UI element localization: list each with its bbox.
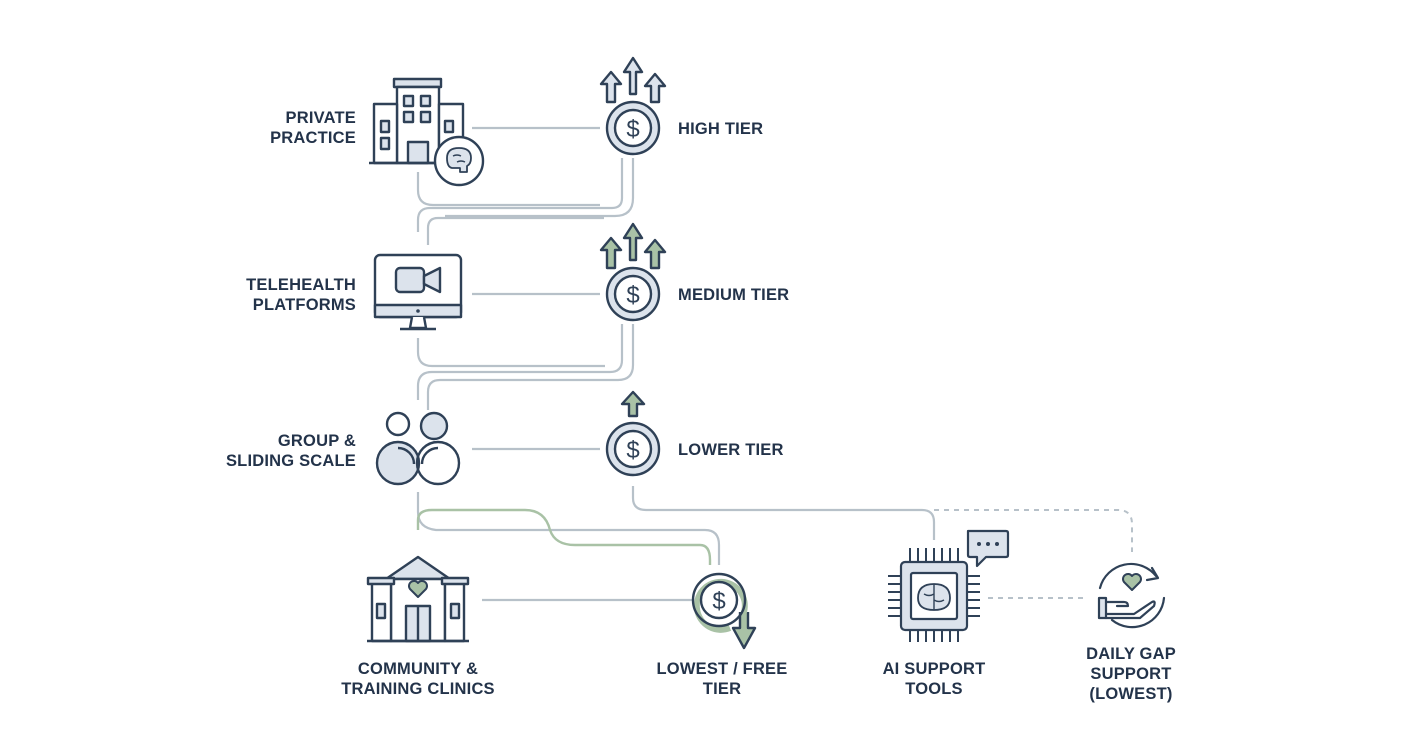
flow-telehealth-group: [416, 338, 605, 368]
provider-community-label: COMMUNITY &TRAINING CLINICS: [341, 660, 495, 698]
dollar-one-arrow-up-icon: $: [605, 390, 661, 477]
clinic-heart-icon: [366, 555, 470, 643]
dashed-ai-to-daily: [934, 509, 1133, 552]
svg-text:$: $: [712, 588, 725, 615]
tier-lower-label: LOWER TIER: [678, 441, 784, 459]
svg-text:$: $: [626, 116, 639, 143]
flow-group-lowest: [416, 492, 721, 565]
svg-text:$: $: [626, 282, 639, 309]
hand-heart-cycle-icon: [1097, 562, 1166, 629]
group-people-icon: [375, 411, 461, 486]
svg-text:$: $: [626, 437, 639, 464]
dollar-three-arrows-up-icon: $: [599, 56, 667, 156]
dashed-connectors: [934, 509, 1133, 599]
green-connectors: [416, 508, 712, 565]
flow-lower-ai: [631, 486, 936, 540]
connectors: [416, 126, 936, 602]
ai-chip-chat-icon: [888, 529, 1010, 642]
tier-high-label: HIGH TIER: [678, 120, 764, 138]
building-brain-icon: [369, 77, 485, 187]
monitor-video-icon: [373, 253, 463, 331]
provider-group-label: GROUP &SLIDING SCALE: [225, 432, 356, 470]
dollar-three-arrows-up-icon: $: [599, 222, 667, 322]
tier-medium-label: MEDIUM TIER: [678, 286, 790, 304]
flow-private-telehealth: [416, 172, 600, 207]
dollar-arrow-down-icon: $: [691, 572, 757, 650]
